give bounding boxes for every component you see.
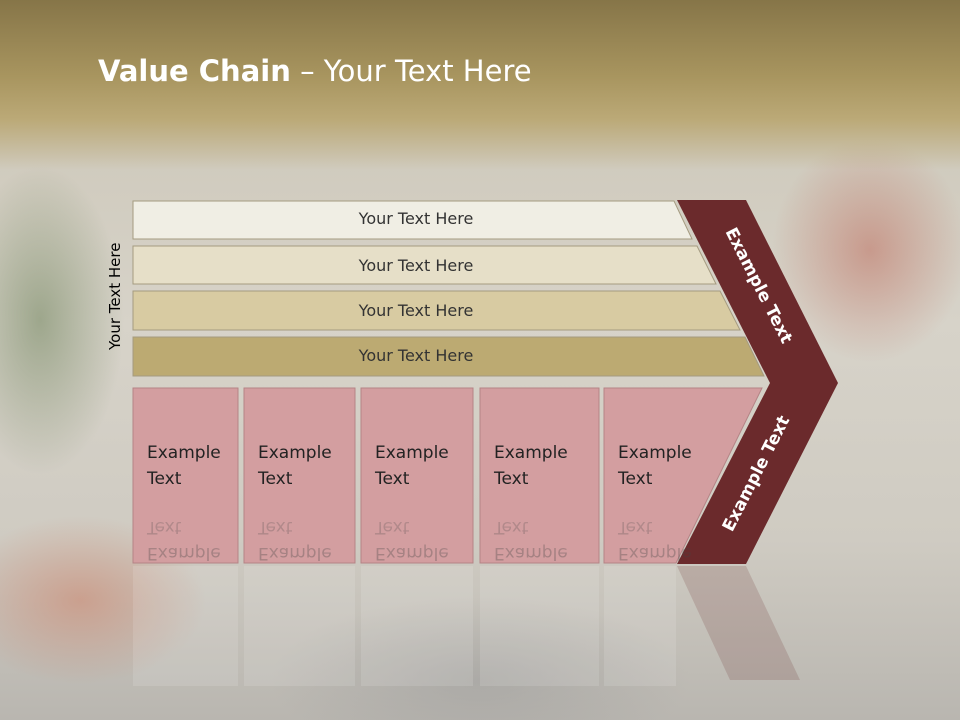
box-2-line1: Example bbox=[258, 443, 332, 463]
reflect-3-line1: Example bbox=[375, 543, 449, 563]
box-4-line1: Example bbox=[494, 443, 568, 463]
chevron-upper bbox=[677, 200, 838, 383]
reflect-4-line1: Example bbox=[494, 543, 568, 563]
reflect-1-line2: Text bbox=[147, 517, 182, 537]
box-5 bbox=[603, 387, 763, 564]
row-bar-3 bbox=[132, 290, 741, 331]
box-2-line2: Text bbox=[258, 469, 293, 489]
box-4-line2: Text bbox=[494, 469, 529, 489]
box-5-line1: Example bbox=[618, 443, 692, 463]
row-label-2: Your Text Here bbox=[358, 256, 474, 275]
box-reflection-5 bbox=[604, 566, 676, 686]
row-bar-1 bbox=[132, 200, 693, 240]
box-1-line2: Text bbox=[147, 469, 182, 489]
chevron-lower bbox=[677, 383, 838, 564]
row-label-4: Your Text Here bbox=[358, 346, 474, 365]
box-1-line1: Example bbox=[147, 443, 221, 463]
slide-title: Value Chain – Your Text Here bbox=[98, 54, 532, 88]
reflect-2-line1: Example bbox=[258, 543, 332, 563]
box-reflection-4 bbox=[480, 566, 599, 686]
box-1 bbox=[132, 387, 239, 564]
row-bar-4 bbox=[132, 336, 765, 377]
box-4 bbox=[479, 387, 600, 564]
box-2 bbox=[243, 387, 356, 564]
title-rest: – Your Text Here bbox=[290, 54, 532, 88]
row-label-1: Your Text Here bbox=[358, 209, 474, 228]
box-reflection-2 bbox=[244, 566, 355, 686]
box-reflection-3 bbox=[361, 566, 473, 686]
box-5-line2: Text bbox=[618, 469, 653, 489]
reflect-2-line2: Text bbox=[258, 517, 293, 537]
reflect-4-line2: Text bbox=[494, 517, 529, 537]
box-reflection-1 bbox=[133, 566, 238, 686]
reflect-3-line2: Text bbox=[375, 517, 410, 537]
title-bar bbox=[0, 0, 960, 170]
reflect-5-line2: Text bbox=[618, 517, 653, 537]
box-3-line2: Text bbox=[375, 469, 410, 489]
row-label-3: Your Text Here bbox=[358, 301, 474, 320]
title-bold: Value Chain bbox=[98, 54, 291, 88]
box-3-line1: Example bbox=[375, 443, 449, 463]
row-bar-2 bbox=[132, 245, 717, 285]
chevron-reflection bbox=[677, 566, 800, 680]
reflect-1-line1: Example bbox=[147, 543, 221, 563]
box-3 bbox=[360, 387, 474, 564]
reflect-5-line1: Example bbox=[618, 543, 692, 563]
